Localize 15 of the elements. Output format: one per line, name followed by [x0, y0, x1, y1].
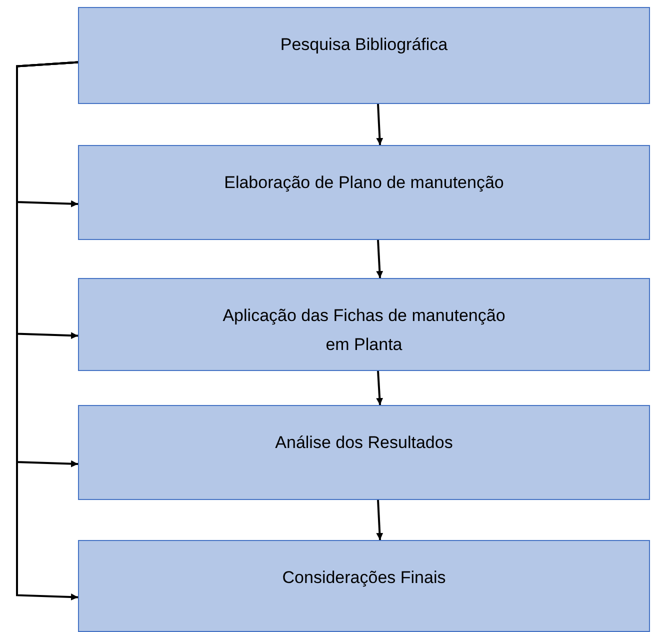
- process-box: [78, 405, 650, 500]
- step-label: Pesquisa Bibliográfica: [280, 34, 448, 56]
- step-label: Elaboração de Plano de manutenção: [224, 172, 504, 194]
- step-label: Análise dos Resultados: [275, 432, 453, 454]
- process-box: [78, 278, 650, 371]
- arrow: [376, 500, 384, 540]
- step-label: Aplicação das Fichas de manutenção em Planta: [222, 305, 506, 356]
- arrow: [376, 104, 384, 146]
- arrow: [376, 240, 384, 278]
- process-box: [78, 540, 650, 632]
- process-box: [78, 145, 650, 240]
- step-label: Considerações Finais: [282, 567, 446, 589]
- arrow: [16, 61, 78, 600]
- arrow: [376, 370, 384, 406]
- process-box: [78, 7, 650, 104]
